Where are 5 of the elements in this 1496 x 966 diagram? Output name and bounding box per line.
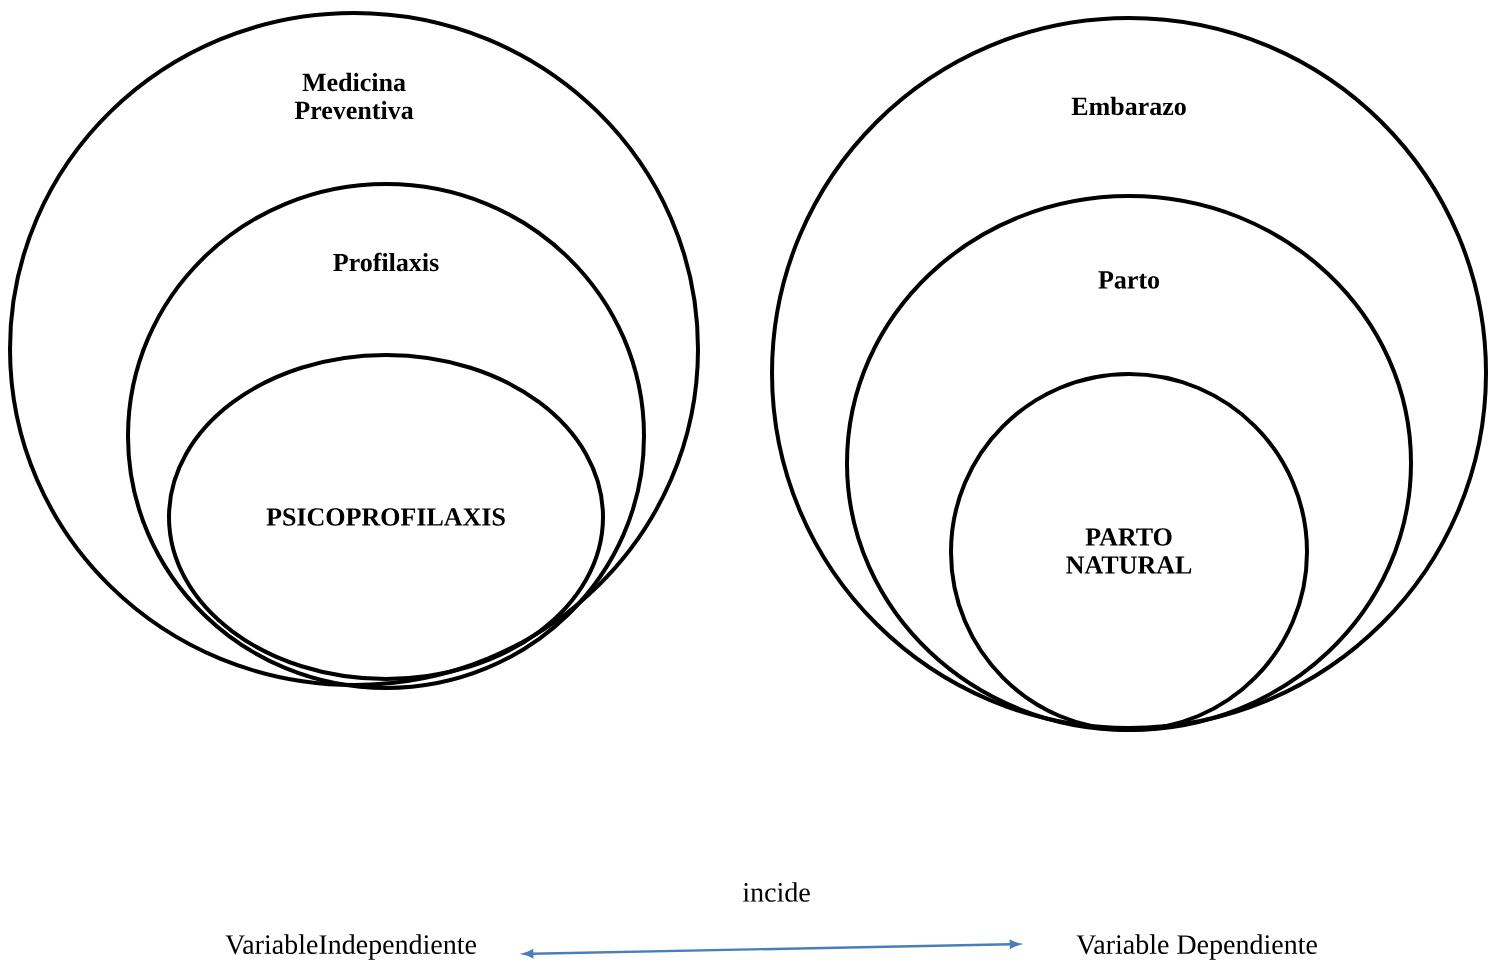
variable-text: Variable Dependiente bbox=[1076, 934, 1317, 960]
variable-text: VariableIndependiente bbox=[225, 934, 476, 960]
circle-region: PARTO NATURAL bbox=[949, 372, 1309, 732]
edge-label: incide bbox=[742, 882, 810, 902]
circle-region: PSICOPROFILAXIS bbox=[167, 353, 605, 681]
